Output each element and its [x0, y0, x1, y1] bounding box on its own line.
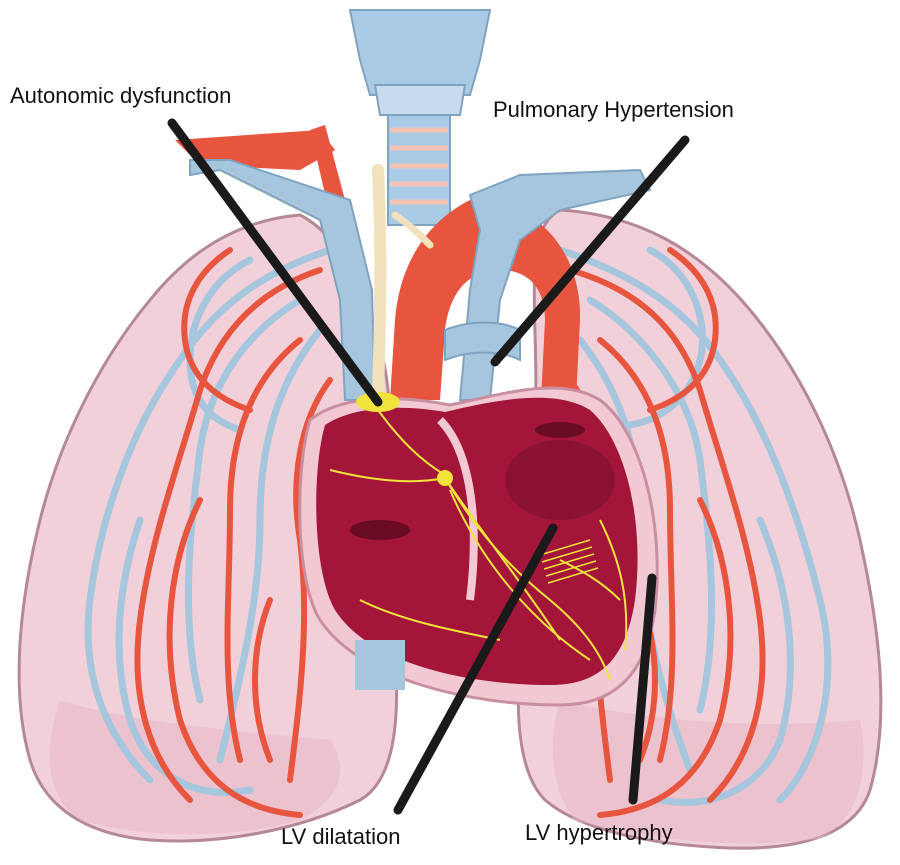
label-pulmonary-hypertension: Pulmonary Hypertension — [493, 97, 734, 122]
trachea — [348, 9, 492, 226]
av-node — [437, 470, 453, 486]
callout-line-dilatation — [393, 523, 558, 815]
callout-line-pulmonary — [490, 135, 690, 367]
callout-line-autonomic — [167, 118, 383, 407]
inferior-vena-cava — [355, 640, 405, 690]
label-lv-hypertrophy: LV hypertrophy — [525, 820, 673, 845]
label-autonomic-dysfunction: Autonomic dysfunction — [10, 83, 232, 108]
vagus-nerve — [372, 164, 434, 401]
heart — [298, 386, 659, 707]
callout-lines — [167, 118, 690, 815]
label-lv-dilatation: LV dilatation — [281, 824, 401, 849]
callout-line-hypertrophy — [628, 573, 657, 805]
